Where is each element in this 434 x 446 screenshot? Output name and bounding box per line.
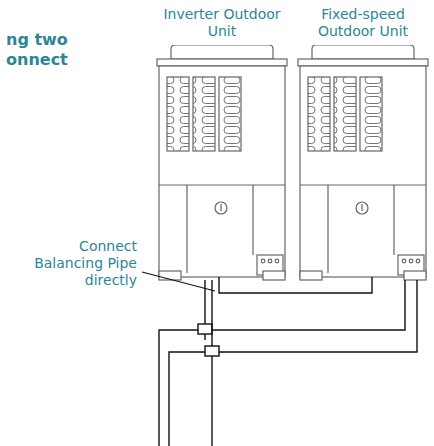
pipe-note: Connect Balancing Pipe directly (31, 238, 137, 289)
leader-line (142, 272, 215, 291)
heading-fragment: ng two (6, 30, 68, 49)
unit-heading: Fixed-speed Outdoor Unit (304, 6, 422, 40)
outdoor-unit: Inverter Outdoor Unit (155, 6, 289, 277)
outdoor-unit: Fixed-speed Outdoor Unit (296, 6, 430, 277)
heading-fragment: onnect (6, 50, 68, 69)
refrigerant-pipes (159, 280, 417, 446)
unit-heading: Inverter Outdoor Unit (163, 6, 281, 40)
balancing-pipe (219, 277, 372, 293)
